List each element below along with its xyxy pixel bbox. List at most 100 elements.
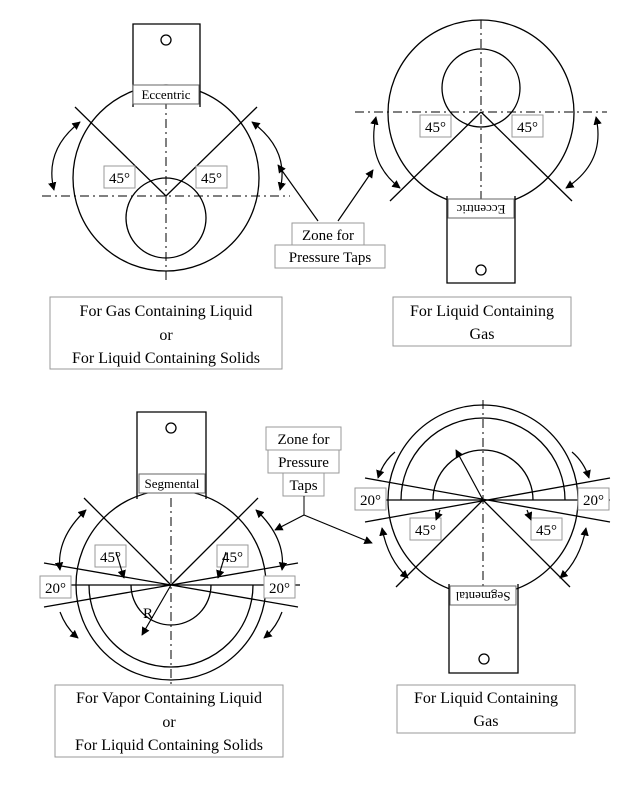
angle-label-45: 45° <box>517 120 538 136</box>
radius-arrow <box>141 584 172 636</box>
zone-label-line1: Zone for <box>302 228 354 244</box>
tap-boundary-line <box>165 106 258 197</box>
angle-box <box>39 575 72 599</box>
caption-line: For Liquid Containing Solids <box>72 350 260 367</box>
zone-label-line2: Pressure <box>278 455 329 471</box>
tap-boundary-line <box>83 497 172 586</box>
angle-label-45: 45° <box>201 171 222 187</box>
zone-pointer-arrow <box>303 514 373 545</box>
zone-callout-top: Zone for Pressure Taps <box>274 164 386 269</box>
caption-vapor-containing-liquid: For Vapor Containing Liquid or For Liqui… <box>54 684 284 758</box>
tap-boundary-line <box>389 111 482 202</box>
caption-box <box>396 684 576 734</box>
caption-line: or <box>159 327 173 344</box>
segmental-label: Segmental <box>455 589 510 604</box>
tap-boundary-line <box>480 111 573 202</box>
tap-zone-arrow <box>263 611 283 639</box>
zone-label-box <box>274 244 386 269</box>
handle-hole <box>478 653 490 665</box>
zone-label-line3: Taps <box>289 478 317 494</box>
angle-label-45: 45° <box>222 550 243 566</box>
tap-zone-arrow <box>565 116 602 189</box>
zone-pointer-arrow <box>337 169 374 222</box>
angle-arrow <box>524 509 533 521</box>
segmental-plate-bottom-left: R Segmental 45° 45° 20° 20° <box>39 411 300 690</box>
tap-boundary-line <box>395 499 484 588</box>
zone-label-line2: Pressure Taps <box>289 250 372 266</box>
angle-arrow <box>434 509 443 521</box>
zone-pointer-arrow <box>274 514 305 531</box>
tap-zone-arrow <box>559 527 589 579</box>
segmental-opening-arc <box>400 417 566 501</box>
tap-zone-arrow <box>54 509 87 571</box>
angle-label-45: 45° <box>536 523 557 539</box>
zone-callout-bottom: Zone for Pressure Taps <box>265 426 373 545</box>
angle-arrow <box>216 551 227 579</box>
tap-boundary-line <box>482 499 571 588</box>
tap-zone-arrow <box>251 121 286 191</box>
angle-box <box>103 165 136 189</box>
label-box <box>449 585 517 606</box>
caption-line: For Gas Containing Liquid <box>80 303 253 320</box>
caption-box <box>54 684 284 758</box>
segmental-opening-arc <box>88 584 254 668</box>
tap-zone-arrow <box>379 527 409 579</box>
eccentric-plate-top-right: Eccentric 45° 45° <box>355 19 607 284</box>
handle-hole <box>160 34 172 46</box>
segmental-plate-bottom-right: Segmental 45° 45° 20° 20° <box>354 400 611 674</box>
angle-label-20: 20° <box>269 581 290 597</box>
angle-box <box>195 165 228 189</box>
caption-line: Gas <box>470 326 495 343</box>
caption-line: For Vapor Containing Liquid <box>76 690 262 707</box>
plate-handle <box>446 196 516 284</box>
twenty-degree-line <box>364 477 611 523</box>
plate-handle <box>132 23 201 107</box>
angle-box <box>354 487 387 511</box>
angle-label-20: 20° <box>360 493 381 509</box>
caption-liquid-containing-gas-top: For Liquid Containing Gas <box>392 296 572 347</box>
caption-liquid-containing-gas-bottom: For Liquid Containing Gas <box>396 684 576 734</box>
caption-box <box>392 296 572 347</box>
angle-box <box>419 114 452 138</box>
tap-zone-arrow <box>370 116 401 189</box>
angle-arrow <box>115 551 126 579</box>
tap-boundary-line <box>74 106 167 197</box>
label-box <box>447 198 515 219</box>
tap-zone-arrow <box>59 611 79 639</box>
tap-zone-arrow <box>571 451 591 479</box>
eccentric-label: Eccentric <box>141 87 190 102</box>
eccentric-label: Eccentric <box>456 202 505 217</box>
eccentric-bore-circle <box>441 48 521 128</box>
angle-label-20: 20° <box>45 581 66 597</box>
caption-line: Gas <box>474 713 499 730</box>
tap-zone-arrow <box>255 509 288 571</box>
tap-boundary-line <box>170 497 259 586</box>
angle-box <box>577 487 610 511</box>
caption-line: For Liquid Containing <box>414 690 558 707</box>
caption-line: For Liquid Containing <box>410 303 554 320</box>
radius-arc <box>432 449 534 501</box>
zone-pointer-arrow <box>277 164 319 222</box>
angle-box <box>216 544 249 568</box>
handle-hole <box>165 422 177 434</box>
caption-gas-containing-liquid: For Gas Containing Liquid or For Liquid … <box>49 296 283 370</box>
tap-zone-arrow <box>376 451 396 479</box>
eccentric-plate-top-left: Eccentric 45° 45° <box>42 23 290 280</box>
angle-box <box>409 517 442 541</box>
angle-box <box>511 114 544 138</box>
caption-line: For Liquid Containing Solids <box>75 737 263 754</box>
angle-label-45: 45° <box>100 550 121 566</box>
angle-label-20: 20° <box>583 493 604 509</box>
handle-hole <box>475 264 487 276</box>
tap-zone-arrow <box>48 121 81 191</box>
caption-line: or <box>162 714 176 731</box>
label-box <box>138 473 206 494</box>
label-box <box>132 84 200 105</box>
angle-box <box>94 544 127 568</box>
angle-label-45: 45° <box>415 523 436 539</box>
radius-label: R <box>143 606 153 622</box>
plate-handle <box>448 584 519 674</box>
zone-label-line1: Zone for <box>277 432 329 448</box>
radius-arrow <box>455 449 484 501</box>
